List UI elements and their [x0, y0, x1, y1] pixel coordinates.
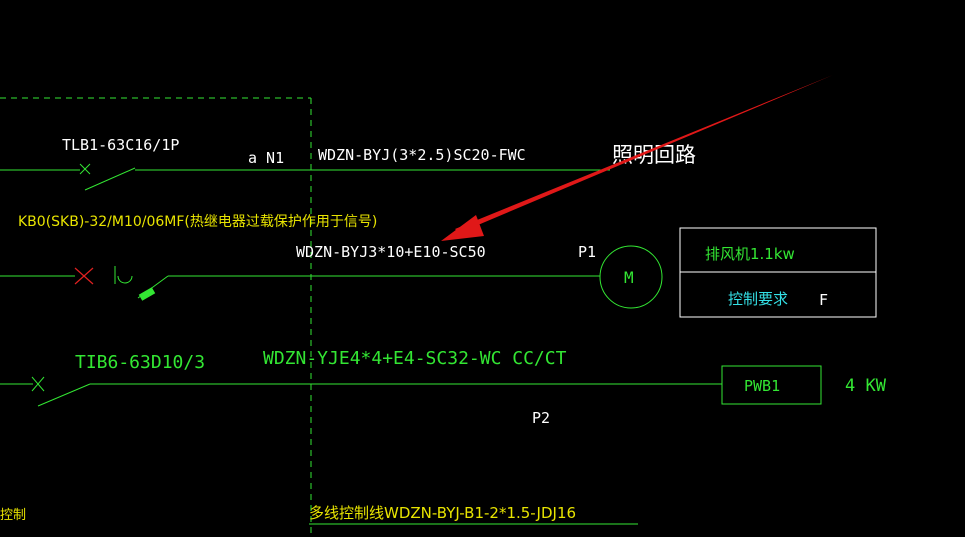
circuit-3-breaker-label: TIB6-63D10/3: [75, 352, 205, 373]
equipment-name-label: 排风机1.1kw: [705, 245, 795, 263]
panel-label: PWB1: [744, 377, 780, 395]
equipment-info-box: 排风机1.1kw 控制要求 F: [679, 227, 877, 318]
panel-box: [721, 365, 822, 405]
circuit-2-load-label: P1: [578, 243, 596, 261]
circuit-3-panel-feed: TIB6-63D10/3 WDZN-YJE4*4+E4-SC32-WC CC/C…: [0, 348, 887, 427]
contactor-icon: [114, 266, 169, 301]
control-requirement-label: 控制要求: [728, 290, 788, 308]
control-line-label: 多线控制线WDZN-BYJ-B1-2*1.5-JDJ16: [309, 504, 576, 522]
breaker-x-icon: [79, 163, 91, 175]
bottom-control-line: 多线控制线WDZN-BYJ-B1-2*1.5-JDJ16 控制: [0, 504, 638, 525]
control-requirement-value: F: [819, 291, 828, 309]
left-control-label: 控制: [0, 508, 26, 523]
circuit-1-cable-label: WDZN-BYJ(3*2.5)SC20-FWC: [318, 146, 526, 164]
red-pointer-arrow-icon: [441, 75, 833, 241]
panel-boundary-dashed: [0, 97, 312, 537]
circuit-2-breaker-label: KB0(SKB)-32/M10/06MF(热继电器过载保护作用于信号): [18, 214, 377, 230]
circuit-3-cable-label: WDZN-YJE4*4+E4-SC32-WC CC/CT: [263, 348, 567, 369]
breaker-switch-blade: [84, 167, 136, 191]
circuit-1-lighting: TLB1-63C16/1P a N1 WDZN-BYJ(3*2.5)SC20-F…: [0, 136, 696, 191]
breaker-x-icon: [31, 376, 45, 392]
motor-circle-icon: M: [599, 245, 663, 309]
breaker-switch-blade: [37, 383, 91, 407]
circuit-2-exhaust-fan: KB0(SKB)-32/M10/06MF(热继电器过载保护作用于信号) WDZN…: [0, 214, 877, 318]
circuit-1-breaker-label: TLB1-63C16/1P: [62, 136, 179, 154]
breaker-x-icon: [74, 267, 94, 285]
panel-power-label: 4 KW: [845, 376, 887, 396]
circuit-3-load-label: P2: [532, 409, 550, 427]
circuit-2-cable-label: WDZN-BYJ3*10+E10-SC50: [296, 243, 486, 261]
motor-symbol-label: M: [624, 268, 634, 287]
circuit-1-phase-label: a N1: [248, 149, 284, 167]
circuit-1-load-label: 照明回路: [612, 143, 696, 167]
